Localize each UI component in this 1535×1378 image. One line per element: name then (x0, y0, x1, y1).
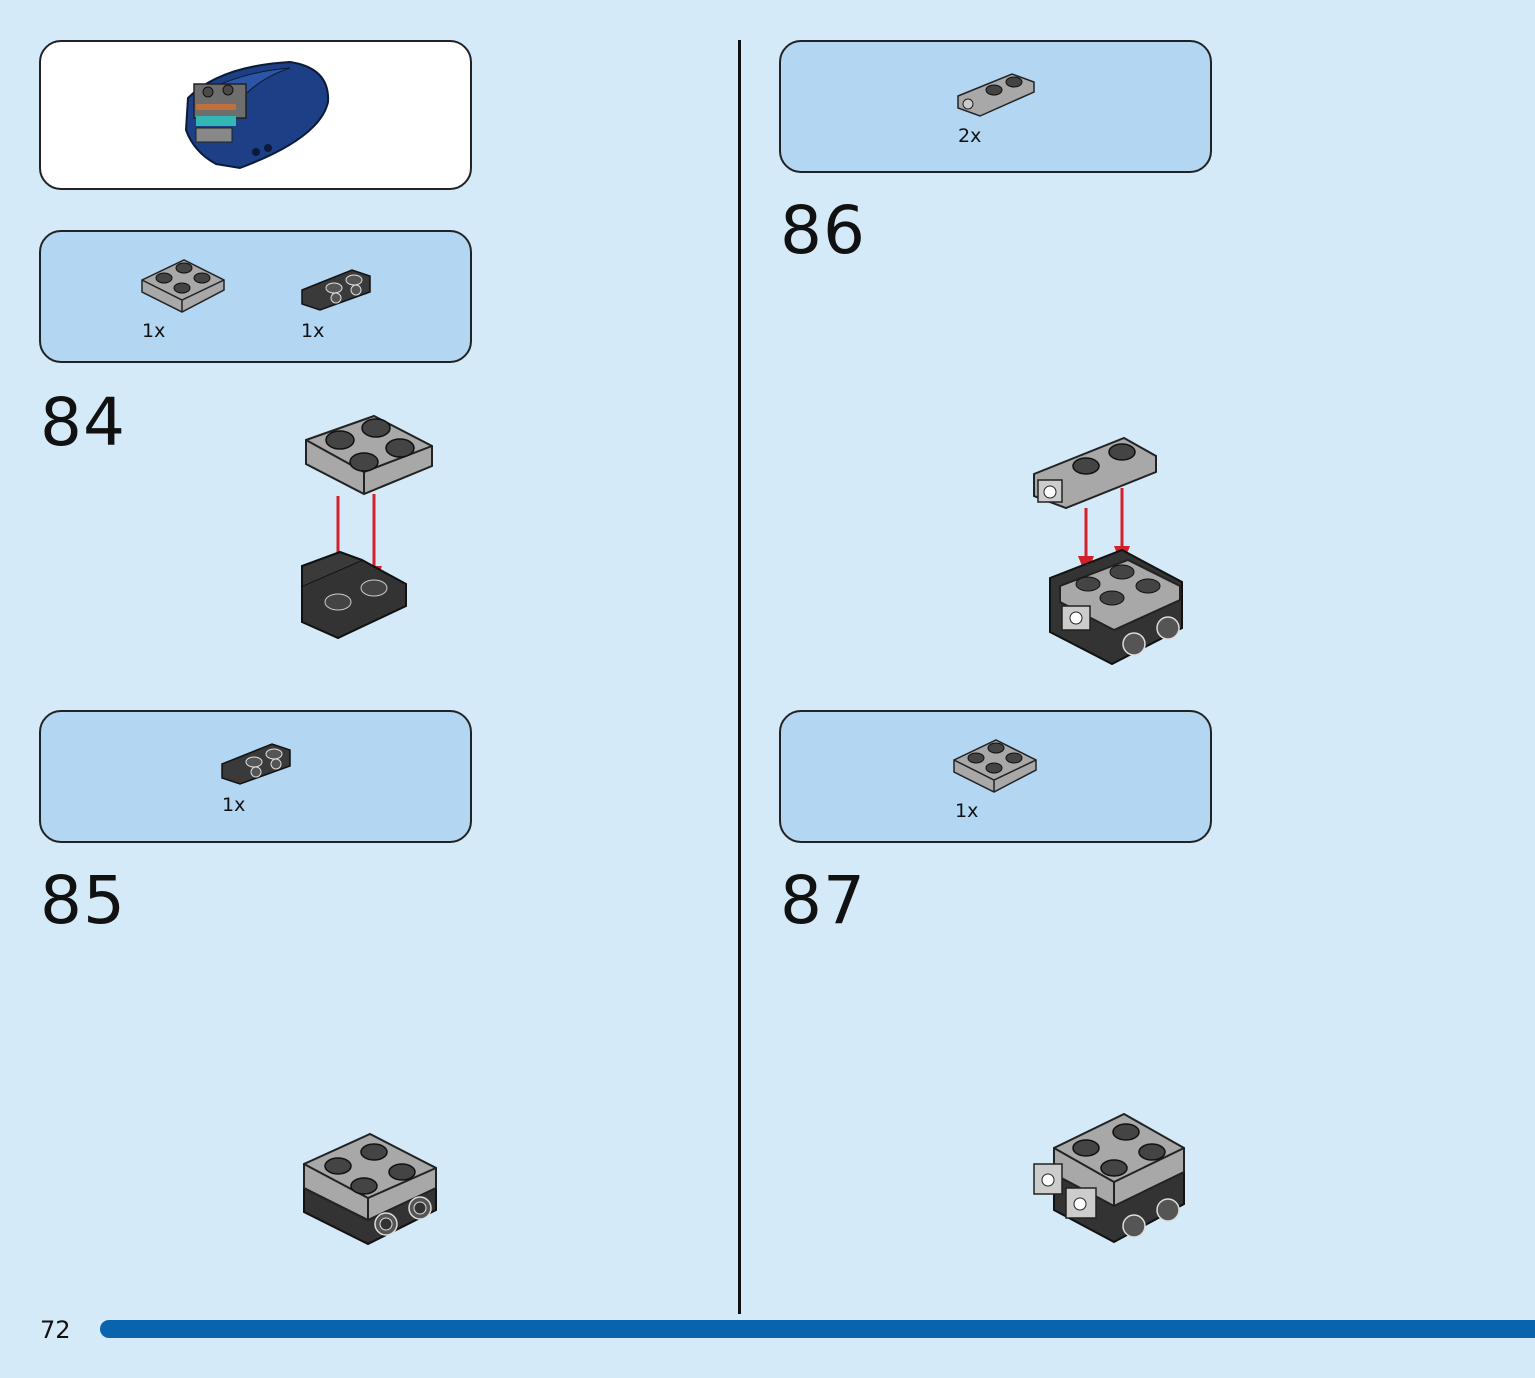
plate-2x2-light-gray-icon (141, 259, 225, 313)
part-quantity: 1x (222, 794, 246, 816)
page-progress-bar (100, 1320, 1535, 1338)
column-divider (738, 40, 741, 1314)
step-number: 84 (40, 384, 126, 461)
page-number: 72 (40, 1316, 71, 1344)
bracket-1x2-dark-gray-icon (221, 743, 291, 785)
hinge-plate-1x2-light-gray-icon (957, 73, 1035, 117)
plate-2x2-light-gray-icon (953, 739, 1037, 793)
step-86-assembly-illustration (1033, 436, 1183, 666)
parts-panel-step-84 (39, 230, 472, 363)
part-quantity: 1x (142, 320, 166, 342)
bracket-1x2-dark-gray-icon (301, 269, 371, 311)
part-quantity: 1x (301, 320, 325, 342)
step-number: 86 (780, 192, 866, 269)
blue-wedge-subassembly-icon (184, 60, 330, 170)
step-84-assembly-illustration (301, 414, 433, 640)
step-87-assembly-illustration (1033, 1112, 1185, 1244)
part-quantity: 1x (955, 800, 979, 822)
step-85-assembly-illustration (303, 1132, 437, 1246)
part-quantity: 2x (958, 125, 982, 147)
step-number: 85 (40, 862, 126, 939)
step-number: 87 (780, 862, 866, 939)
